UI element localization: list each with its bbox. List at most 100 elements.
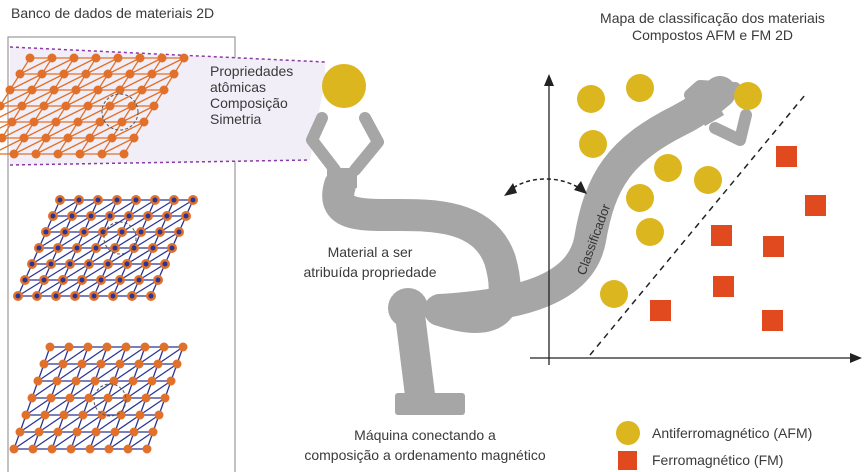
lattice-bond — [133, 414, 160, 433]
lattice-bond — [75, 363, 102, 382]
lattice-bond — [35, 137, 69, 155]
lattice-bond — [69, 247, 97, 265]
database-frame — [7, 36, 236, 472]
lattice-atom — [85, 133, 95, 143]
lattice-bond — [166, 199, 194, 217]
lattice-atom — [95, 117, 105, 127]
fm-point — [762, 310, 783, 331]
lattice-atom-core — [150, 245, 156, 251]
lattice-atom — [135, 410, 145, 420]
lattice-bond — [119, 73, 153, 91]
lattice-bond — [159, 215, 187, 233]
lattice-bond — [82, 397, 109, 416]
lattice-bond — [0, 89, 33, 107]
lattice-bond — [71, 199, 99, 217]
lattice-bond — [76, 231, 104, 249]
afm-point — [626, 74, 654, 102]
lattice-atom-core — [88, 213, 94, 219]
lattice-bond — [0, 121, 13, 129]
atomic-properties-line: Propriedades — [210, 63, 294, 79]
lattice-atom — [147, 69, 157, 79]
lattice-bond — [102, 215, 130, 233]
lattice-atom — [58, 359, 68, 369]
legend-fm-label: Ferromagnético (FM) — [652, 452, 784, 468]
right-gripper-wrist — [693, 95, 725, 127]
lattice-atom — [139, 117, 149, 127]
lattice-atom — [72, 427, 82, 437]
lattice-bond — [132, 363, 159, 382]
lattice-bond — [109, 199, 137, 217]
afm-point — [734, 82, 762, 110]
lattice-atom — [0, 133, 7, 143]
lattice-atom-core — [133, 197, 139, 203]
lattice-atom — [75, 149, 85, 159]
lattice-atom — [83, 342, 93, 352]
lattice-atom — [29, 117, 39, 127]
lattice-bond — [13, 137, 47, 155]
lattice-atom — [49, 85, 59, 95]
lattice-atom — [91, 53, 101, 63]
legend-afm-symbol — [616, 421, 640, 445]
lattice-bond — [139, 397, 166, 416]
lattice-atom-core — [67, 261, 73, 267]
lattice-bond — [107, 57, 141, 75]
afm-point — [636, 218, 664, 246]
lattice-bond — [31, 380, 58, 399]
lattice-bond — [131, 89, 165, 107]
lattice-atom — [122, 393, 132, 403]
lattice-bond — [19, 57, 53, 75]
lattice-bond — [43, 89, 77, 107]
lattice-atom — [47, 53, 57, 63]
lattice-atom — [73, 117, 83, 127]
lattice-atom — [117, 117, 127, 127]
lattice-atom — [103, 393, 113, 403]
lattice-atom — [113, 53, 123, 63]
lattice-bond — [32, 431, 59, 450]
afm-points — [577, 74, 762, 308]
lattice-atom — [78, 410, 88, 420]
lattice-atom — [148, 427, 158, 437]
lattice-atom — [125, 69, 135, 79]
fm-point — [650, 300, 671, 321]
lattice-atom — [52, 376, 62, 386]
lattice-atom — [71, 376, 81, 386]
afm-point — [654, 154, 682, 182]
legend-fm-symbol — [618, 451, 637, 470]
lattice-atom — [110, 427, 120, 437]
lattice-bond — [121, 215, 149, 233]
lattice-bond — [147, 199, 175, 217]
lattice-atom-core — [34, 293, 40, 299]
lattice-bond — [31, 247, 59, 265]
lattice-bond — [87, 89, 121, 107]
machine-label-line: Máquina conectando a — [354, 427, 496, 443]
lattice-atom — [129, 133, 139, 143]
lattice-atom — [96, 359, 106, 369]
lattice-atom — [31, 149, 41, 159]
afm-point — [600, 280, 628, 308]
lattice-bond — [157, 346, 184, 365]
lattice-bond — [100, 346, 127, 365]
rotation-arrow-head-left — [504, 183, 517, 196]
lattice-atom — [9, 444, 19, 454]
lattice-bond — [101, 397, 128, 416]
lattice-bond — [100, 263, 128, 281]
lattice-atom-core — [155, 277, 161, 283]
legend-afm-label: Antiferromagnético (AFM) — [652, 425, 813, 441]
lattice-atom — [105, 101, 115, 111]
lattice-bond — [45, 215, 73, 233]
lattice-atom-core — [138, 229, 144, 235]
lattice-atom-core — [110, 293, 116, 299]
lattice-atom — [64, 342, 74, 352]
lattice-atom — [140, 342, 150, 352]
lattice-atom — [5, 85, 15, 95]
lattice-atom — [169, 69, 179, 79]
fm-point — [776, 146, 797, 167]
lattice-atom — [53, 149, 63, 159]
lattice-atom — [172, 359, 182, 369]
lattice-bond — [21, 89, 55, 107]
lattice-atom-core — [62, 229, 68, 235]
lattice-atom-core — [74, 245, 80, 251]
rotation-arrow — [507, 178, 583, 193]
lattice-atom — [83, 101, 93, 111]
fm-points — [650, 146, 826, 331]
